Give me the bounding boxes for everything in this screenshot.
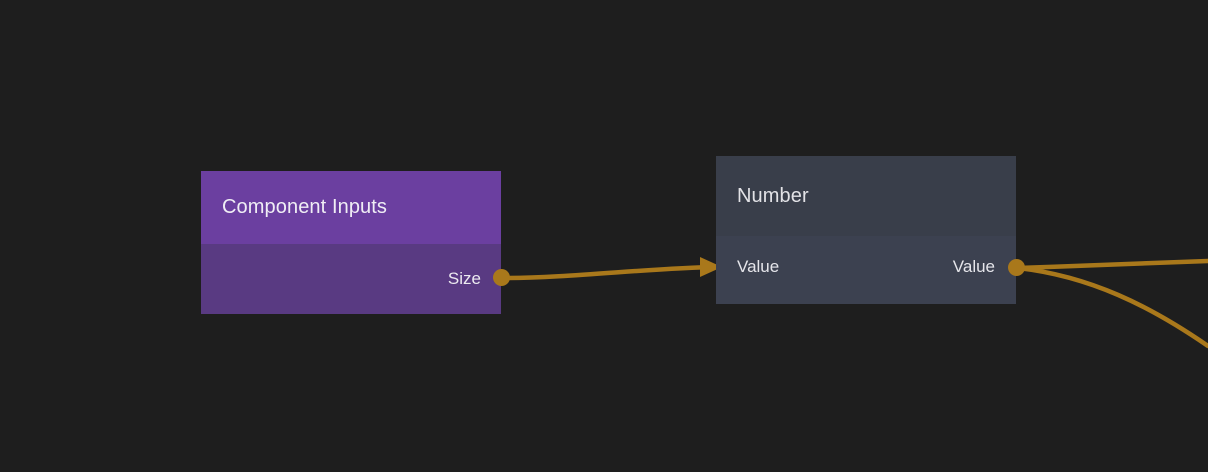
output-port-row-value[interactable]: Value	[953, 257, 995, 277]
input-port-row-value[interactable]: Value	[737, 257, 779, 277]
node-number-title: Number	[737, 184, 809, 207]
node-component-inputs-title: Component Inputs	[222, 196, 388, 218]
output-port-label-value: Value	[952, 257, 995, 276]
edge-value-out-upper[interactable]	[1015, 258, 1208, 271]
node-number[interactable]: Number Value Value	[716, 156, 1016, 304]
node-number-header[interactable]: Number	[716, 156, 1016, 236]
output-port-dot-value[interactable]	[1008, 259, 1025, 276]
output-port-row-size[interactable]: Size	[448, 269, 481, 289]
edge-value-out-lower[interactable]	[1015, 265, 1208, 349]
output-port-dot-size[interactable]	[493, 269, 510, 286]
node-component-inputs-header[interactable]: Component Inputs	[201, 171, 501, 244]
node-component-inputs[interactable]: Component Inputs Size	[201, 171, 501, 314]
input-port-label-value: Value	[737, 257, 780, 276]
node-component-inputs-body: Size	[201, 244, 501, 314]
edge-size-to-value[interactable]	[500, 264, 719, 281]
node-number-body: Value Value	[716, 236, 1016, 304]
output-port-label-size: Size	[447, 269, 481, 288]
